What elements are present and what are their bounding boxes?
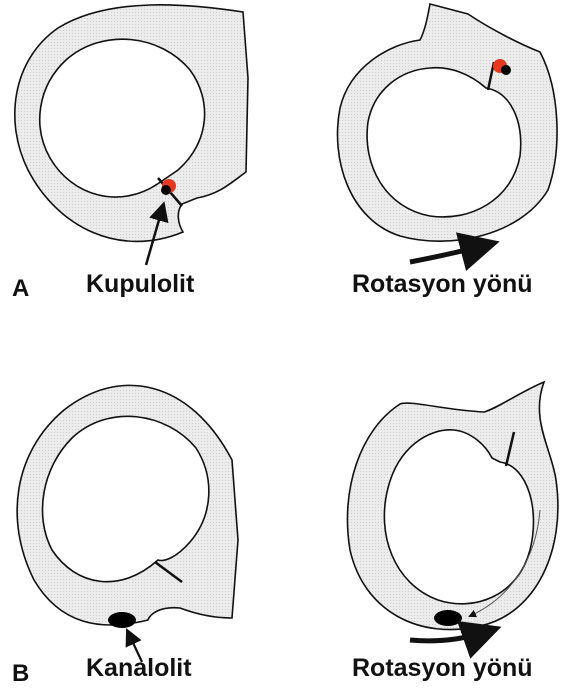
label-rotasyon-b: Rotasyon yönü: [352, 654, 533, 683]
panel-letter-a: A: [12, 275, 29, 303]
otolith-b-right: [434, 610, 462, 626]
canal-b-right: [347, 382, 557, 641]
rotation-arrow-b: [410, 630, 492, 641]
rotation-arrow-a: [410, 244, 490, 262]
otolith-black-a-left: [161, 185, 171, 195]
label-rotasyon-a: Rotasyon yönü: [352, 270, 533, 299]
canal-b-left: [17, 385, 238, 662]
otolith-black-a-right: [501, 65, 511, 75]
label-kupulolit: Kupulolit: [86, 270, 194, 299]
panel-letter-b: B: [12, 660, 29, 688]
label-kanalolit: Kanalolit: [86, 654, 192, 683]
otolith-b-left: [108, 612, 136, 628]
canal-a-left: [15, 5, 248, 265]
canal-a-right: [338, 4, 558, 262]
